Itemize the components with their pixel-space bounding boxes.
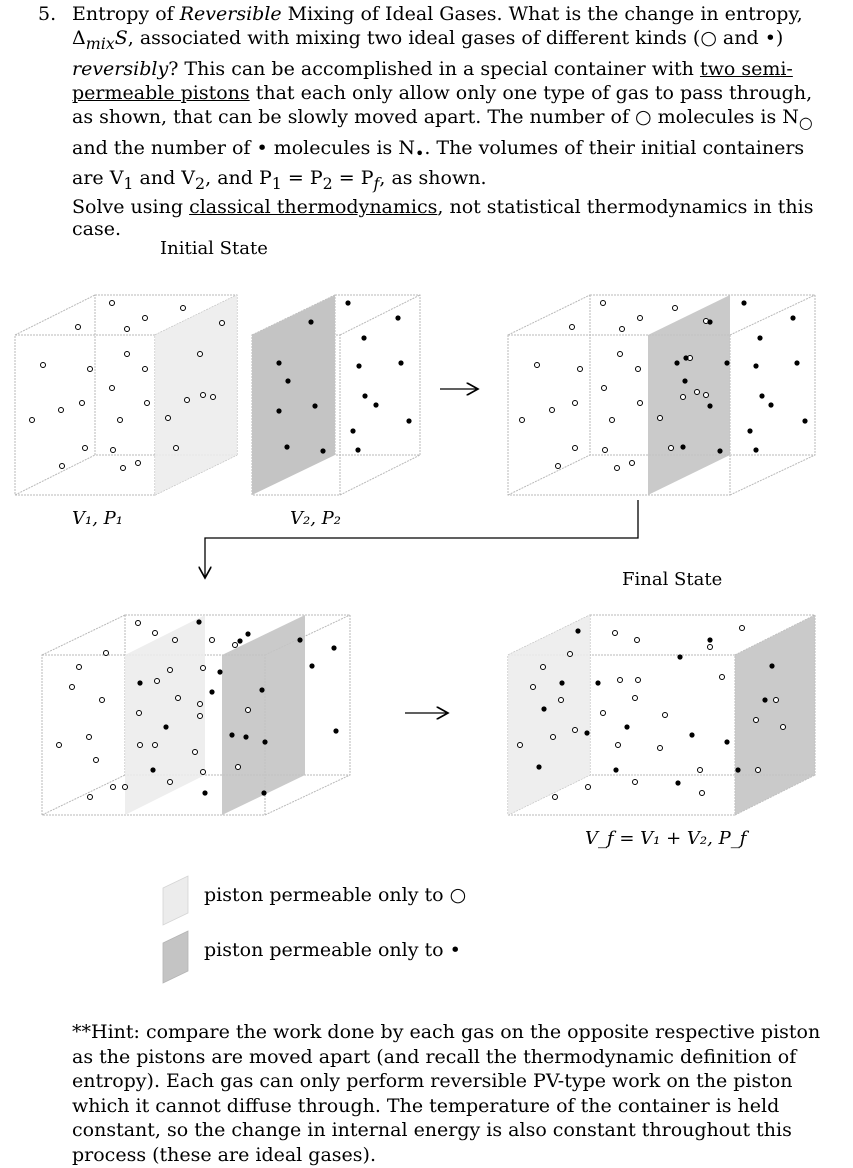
legend-dark-swatch — [162, 930, 189, 984]
classical-thermo-link: classical thermodynamics — [189, 196, 438, 218]
final-light-piston — [508, 615, 590, 815]
legend-light-swatch — [162, 875, 189, 926]
intermediate-dark-piston — [648, 295, 730, 495]
problem-statement: 5. Entropy of Reversible Mixing of Ideal… — [38, 2, 838, 196]
final-state-label: Final State — [622, 569, 723, 590]
final-dark-piston — [735, 615, 815, 815]
solve-instruction: Solve using classical thermodynamics, no… — [72, 196, 814, 240]
filled-molecules — [137, 300, 808, 796]
legend-light-label: piston permeable only to ○ — [204, 884, 467, 906]
hint-text: **Hint: compare the work done by each ga… — [72, 1021, 821, 1166]
problem-text: Entropy of Reversible Mixing of Ideal Ga… — [72, 3, 813, 193]
v2-p2-label: V₂, P₂ — [290, 508, 341, 529]
open-molecules — [29, 300, 786, 800]
arrow-down-connector — [205, 500, 639, 578]
vf-label: V_f = V₁ + V₂, P_f — [585, 828, 747, 849]
v1-p1-label: V₁, P₁ — [72, 508, 123, 529]
intermediate2-dark-piston — [222, 615, 305, 815]
initial-dark-piston — [252, 295, 335, 495]
legend-dark-label: piston permeable only to • — [204, 939, 461, 961]
initial-light-piston — [155, 295, 237, 495]
pistons-link: two semi-permeable pistons — [72, 57, 793, 105]
intermediate2-light-piston — [125, 615, 205, 815]
problem-number: 5. — [38, 3, 57, 25]
initial-state-label: Initial State — [160, 238, 268, 259]
